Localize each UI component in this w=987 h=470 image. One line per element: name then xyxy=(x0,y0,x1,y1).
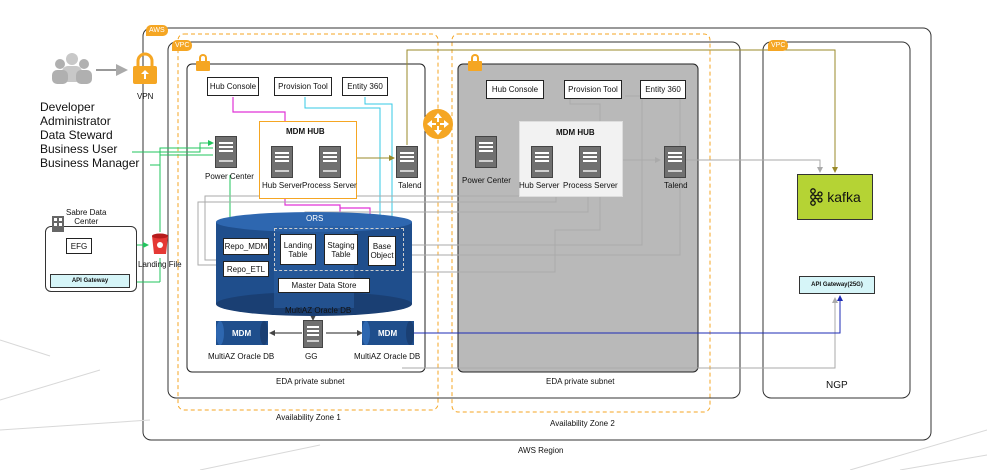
repo-etl-box: Repo_ETL xyxy=(223,261,269,277)
entity-360-box: Entity 360 xyxy=(342,77,388,96)
multiaz-db-center-label: MultiAZ Oracle DB xyxy=(285,306,352,315)
user-role-item: Business User xyxy=(40,142,118,156)
provision-tool-box-zone2: Provision Tool xyxy=(564,80,622,99)
sabre-data-center-label: Sabre Data Center xyxy=(66,208,107,226)
mdm-hub-label: MDM HUB xyxy=(286,127,325,136)
staging-table-box: Staging Table xyxy=(324,234,358,265)
power-center-label-zone2: Power Center xyxy=(462,176,511,185)
hub-server-label: Hub Server xyxy=(262,181,303,190)
hub-server-icon-zone2 xyxy=(531,146,553,178)
provision-tool-box: Provision Tool xyxy=(274,77,332,96)
user-role-item: Data Steward xyxy=(40,128,113,142)
base-object-box: Base Object xyxy=(368,236,396,266)
efg-box: EFG xyxy=(66,238,92,254)
mdm-left-label: MDM xyxy=(232,329,252,338)
user-role-item: Business Manager xyxy=(40,156,140,170)
landing-file-label: Landing File xyxy=(138,260,182,269)
talend-icon xyxy=(396,146,418,178)
mdm-hub-label-zone2: MDM HUB xyxy=(556,128,595,137)
mdm-db-right-icon xyxy=(362,321,414,345)
vpc-left-frame xyxy=(167,41,741,399)
aws-tag: AWS xyxy=(146,25,168,36)
hub-server-label-zone2: Hub Server xyxy=(519,181,560,190)
subnet-2-frame xyxy=(457,63,699,373)
subnet-1-label: EDA private subnet xyxy=(276,377,345,386)
user-role-item: Administrator xyxy=(40,114,111,128)
landing-table-box: Landing Table xyxy=(280,234,316,265)
process-server-icon xyxy=(319,146,341,178)
aws-region-frame xyxy=(142,27,932,441)
mdm-db-left-icon xyxy=(216,321,268,345)
kafka-label: kafka xyxy=(827,189,861,205)
availability-zone-2-frame xyxy=(451,33,711,413)
az2-label: Availability Zone 2 xyxy=(550,419,615,428)
power-center-icon-zone2 xyxy=(475,136,497,168)
kafka-icon xyxy=(810,188,823,206)
power-center-icon xyxy=(215,136,237,168)
subnet-2-label: EDA private subnet xyxy=(546,377,615,386)
vpc-tag-right: VPC xyxy=(768,40,789,51)
api-gateway-25g-box: API Gateway(25G) xyxy=(799,276,875,294)
entity-360-box-zone2: Entity 360 xyxy=(640,80,686,99)
talend-icon-zone2 xyxy=(664,146,686,178)
user-role-item: Developer xyxy=(40,100,95,114)
multiaz-db-left-label: MultiAZ Oracle DB xyxy=(208,352,275,361)
hub-console-box-zone2: Hub Console xyxy=(486,80,544,99)
kafka-box: kafka xyxy=(797,174,873,220)
user-roles-list: Developer Administrator Data Steward Bus… xyxy=(40,100,139,170)
power-center-label: Power Center xyxy=(205,172,254,181)
mdm-right-label: MDM xyxy=(378,329,398,338)
repo-mdm-box: Repo_MDM xyxy=(223,238,269,255)
building-icon xyxy=(52,216,64,232)
multiaz-db-right-label: MultiAZ Oracle DB xyxy=(354,352,421,361)
hub-console-box: Hub Console xyxy=(207,77,259,96)
api-gateway-box: API Gateway xyxy=(50,274,130,288)
process-server-icon-zone2 xyxy=(579,146,601,178)
master-data-store-box: Master Data Store xyxy=(278,278,370,293)
ors-label: ORS xyxy=(306,214,324,223)
router-icon xyxy=(423,109,453,139)
vpn-label: VPN xyxy=(137,92,154,101)
lock-icon xyxy=(468,54,482,72)
process-server-label-zone2: Process Server xyxy=(563,181,618,190)
talend-label: Talend xyxy=(398,181,422,190)
process-server-label: Process Server xyxy=(302,181,357,190)
vpc-tag-left: VPC xyxy=(172,40,193,51)
ors-inner-dashed xyxy=(274,228,404,271)
hub-server-icon xyxy=(271,146,293,178)
az1-label: Availability Zone 1 xyxy=(276,413,341,422)
gg-label: GG xyxy=(305,352,318,361)
users-icon xyxy=(52,53,92,84)
vpn-lock-icon xyxy=(133,52,157,84)
lock-icon xyxy=(196,54,210,72)
aws-region-label: AWS Region xyxy=(518,446,564,455)
talend-label-zone2: Talend xyxy=(664,181,688,190)
gg-icon xyxy=(303,320,323,348)
vpc-right-frame xyxy=(762,41,911,399)
ngp-label: NGP xyxy=(826,380,848,391)
bucket-icon xyxy=(152,233,168,254)
